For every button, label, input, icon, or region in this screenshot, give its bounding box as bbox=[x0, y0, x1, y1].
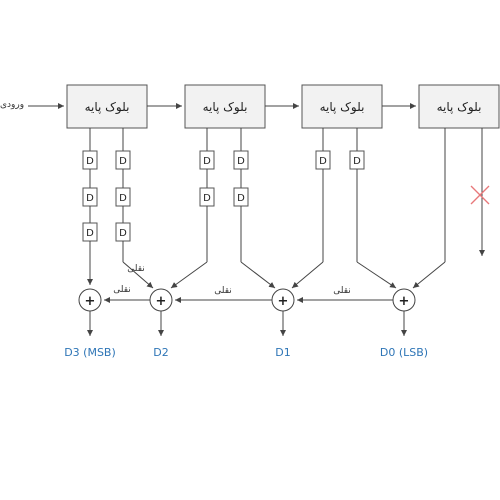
adder-0: + bbox=[392, 288, 416, 312]
delay-label: D bbox=[353, 156, 361, 167]
delay-label: D bbox=[237, 156, 245, 167]
carry-label: نقلی bbox=[214, 286, 232, 296]
input-label: ورودی bbox=[0, 100, 24, 110]
block-label: بلوک پایه bbox=[437, 100, 482, 115]
delay-label: D bbox=[203, 156, 211, 167]
direct-line bbox=[412, 128, 446, 289]
delay-chain-3: D D bbox=[170, 128, 215, 289]
x-mark-icon bbox=[470, 185, 490, 205]
plus-symbol: + bbox=[399, 294, 410, 309]
delay-label: D bbox=[319, 156, 327, 167]
block-label: بلوک پایه bbox=[203, 100, 248, 115]
plus-symbol: + bbox=[278, 294, 289, 309]
output-label-d2: D2 bbox=[153, 346, 168, 359]
plus-symbol: + bbox=[156, 294, 167, 309]
plus-symbol: + bbox=[85, 294, 96, 309]
carry-label: نقلی bbox=[333, 286, 351, 296]
delay-chain-4: D D bbox=[233, 128, 276, 289]
block-label: بلوک پایه bbox=[320, 100, 365, 115]
basic-block-4: بلوک پایه bbox=[418, 84, 500, 129]
delay-chain-5: D bbox=[291, 128, 331, 289]
adder-2: + bbox=[149, 288, 173, 312]
delay-label: D bbox=[203, 193, 211, 204]
block-label: بلوک پایه bbox=[85, 100, 130, 115]
output-label-d0: D0 (LSB) bbox=[380, 346, 428, 359]
delay-label: D bbox=[86, 156, 94, 167]
delay-chain-2: D D D bbox=[115, 128, 154, 289]
adder-1: + bbox=[271, 288, 295, 312]
basic-block-1: بلوک پایه bbox=[66, 84, 148, 129]
delay-label: D bbox=[237, 193, 245, 204]
delay-chain-1: D D D bbox=[82, 128, 98, 285]
adder-3: + bbox=[78, 288, 102, 312]
basic-block-3: بلوک پایه bbox=[301, 84, 383, 129]
basic-block-2: بلوک پایه bbox=[184, 84, 266, 129]
delay-label: D bbox=[119, 156, 127, 167]
output-label-d3: D3 (MSB) bbox=[64, 346, 116, 359]
delay-chain-6: D bbox=[349, 128, 397, 289]
delay-label: D bbox=[119, 193, 127, 204]
delay-label: D bbox=[86, 228, 94, 239]
carry-label: نقلی bbox=[113, 285, 131, 295]
discarded-line bbox=[470, 128, 490, 256]
delay-label: D bbox=[86, 193, 94, 204]
delay-label: D bbox=[119, 228, 127, 239]
output-label-d1: D1 bbox=[275, 346, 290, 359]
carry-label: نقلی bbox=[127, 264, 145, 274]
